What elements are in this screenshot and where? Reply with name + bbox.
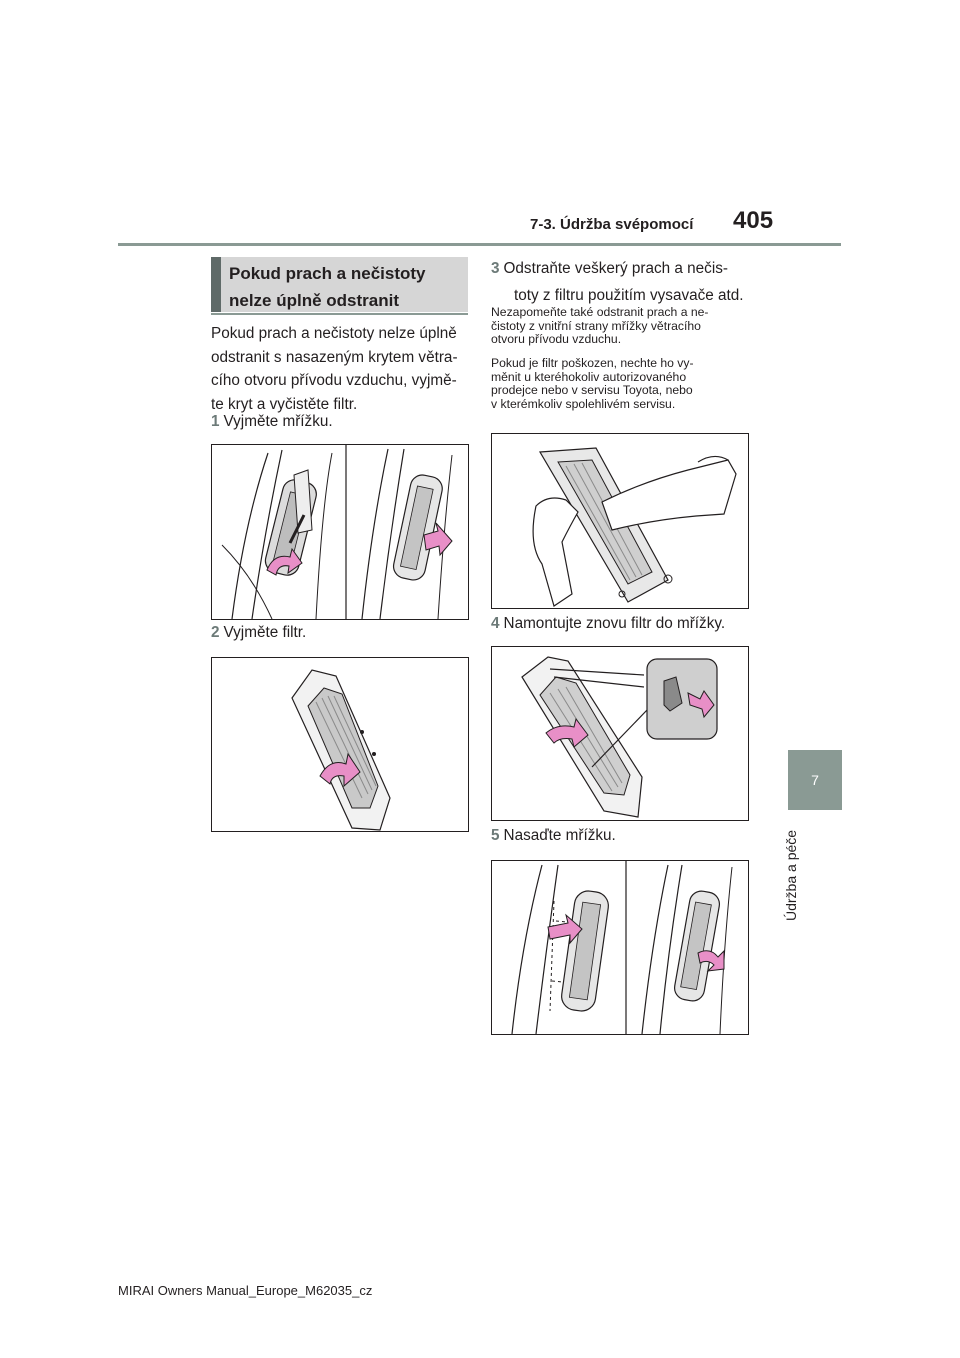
step-number: 3 — [491, 260, 500, 277]
step-number: 5 — [491, 827, 500, 844]
section-title: 7-3. Údržba svépomocí — [530, 216, 694, 233]
heading-rule — [211, 313, 468, 315]
figure-reinstall-grille — [491, 860, 749, 1035]
heading-line-2: nelze úplně odstranit — [229, 291, 400, 310]
note-line: měnit u kteréhokoliv autorizovaného — [491, 369, 687, 384]
step-text: Odstraňte veškerý prach a nečis- — [503, 260, 728, 277]
figure-reinstall-filter — [491, 646, 749, 821]
heading-line-1: Pokud prach a nečistoty — [229, 264, 426, 283]
illustration-reinstall-grille — [511, 861, 733, 1034]
figure-remove-filter — [211, 657, 469, 832]
step-text: Namontujte znovu filtr do mřížky. — [503, 615, 726, 632]
step-number: 2 — [211, 624, 220, 641]
chapter-tab: 7 — [788, 750, 842, 810]
chapter-label: Údržba a péče — [783, 829, 799, 921]
illustration-remove-filter — [291, 669, 391, 831]
illustration-vacuum-filter — [532, 447, 737, 607]
step-text: Nasaďte mřížku. — [503, 827, 616, 844]
step-text: Vyjměte mřížku. — [223, 413, 333, 430]
footer-text: MIRAI Owners Manual_Europe_M62035_cz — [118, 1283, 373, 1298]
illustration-remove-grille — [221, 445, 453, 619]
intro-line: te kryt a vyčistěte filtr. — [211, 395, 358, 413]
section-heading-box: Pokud prach a nečistoty nelze úplně odst… — [211, 257, 468, 312]
illustration-reinstall-filter — [521, 656, 718, 818]
intro-line: cího otvoru přívodu vzduchu, vyjmě- — [211, 372, 457, 389]
note-clean-grille: Nezapomeňte také odstranit prach a ne- č… — [491, 305, 761, 347]
note-line: prodejce nebo v servisu Toyota, nebo — [491, 383, 693, 397]
step-text-continued: toty z filtru použitím vysavače atd. — [514, 287, 744, 304]
step-number: 4 — [491, 615, 500, 632]
intro-line: odstranit s nasazeným krytem větra- — [211, 348, 458, 366]
note-line: otvoru přívodu vzduchu. — [491, 332, 622, 346]
note-damaged-filter: Pokud je filtr poškozen, nechte ho vy- m… — [491, 356, 761, 411]
header-rule — [118, 243, 841, 246]
note-line: čistoty z vnitřní strany mřížky větracíh… — [491, 318, 701, 333]
figure-remove-grille — [211, 444, 469, 620]
figure-vacuum-filter — [491, 433, 749, 609]
intro-paragraph: Pokud prach a nečistoty nelze úplně odst… — [211, 322, 473, 416]
step-number: 1 — [211, 413, 220, 430]
note-line: Pokud je filtr poškozen, nechte ho vy- — [491, 356, 694, 370]
note-line: Nezapomeňte také odstranit prach a ne- — [491, 305, 709, 319]
section-heading: Pokud prach a nečistoty nelze úplně odst… — [221, 257, 468, 314]
page-number: 405 — [733, 207, 774, 234]
note-line: v kterémkoliv spolehlivém servisu. — [491, 396, 676, 411]
chapter-number: 7 — [811, 772, 819, 788]
chapter-side-label: Údržba a péče — [781, 815, 811, 925]
intro-line: Pokud prach a nečistoty nelze úplně — [211, 325, 457, 342]
step-text: Vyjměte filtr. — [223, 624, 307, 641]
